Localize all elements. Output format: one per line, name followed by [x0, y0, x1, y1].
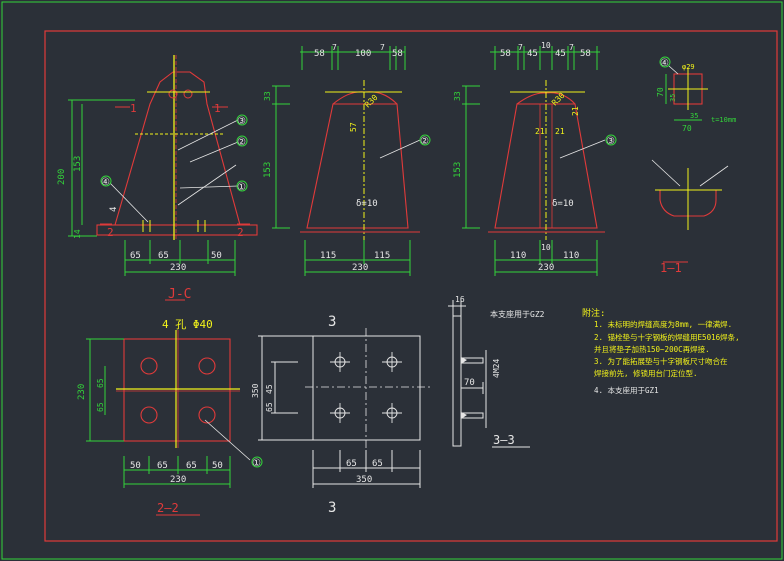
jc-mark-1a: 1: [130, 102, 137, 115]
d11-35b: 35: [690, 112, 698, 120]
p33-section-bottom: 3: [328, 500, 336, 516]
jc-dim-total: 230: [170, 263, 186, 273]
front-dim-top-7b: 7: [380, 43, 385, 52]
d11-35a: 35: [669, 94, 677, 102]
p33-b-65a: 65: [346, 459, 357, 469]
note-3: 3. 为了能拓展垫与十字钢板尺寸吻合在: [594, 356, 728, 366]
p22-b-50b: 50: [212, 461, 223, 471]
side-dim-153: 153: [453, 162, 463, 178]
jc-dim-left-200: 200: [57, 169, 67, 185]
side-dim-33: 33: [453, 91, 462, 101]
front-circ-2: ②: [420, 136, 429, 147]
p22-circ1: ①: [252, 458, 261, 469]
front-dim-top-7a: 7: [332, 43, 337, 52]
d11-circ4: ④: [660, 58, 669, 69]
side-dim-21c: 21: [571, 106, 580, 116]
side-dim-b-110b: 110: [563, 251, 579, 261]
front-dim-top-100: 100: [355, 49, 371, 59]
side-dim-top-10: 10: [541, 41, 551, 50]
front-dim-b-115a: 115: [320, 251, 336, 261]
p22-dim-65b: 65: [96, 402, 105, 412]
front-view: [272, 46, 431, 276]
p33-dim-65: 65: [265, 402, 274, 412]
front-plate: δ=10: [356, 199, 378, 209]
jc-circ-2: ②: [237, 137, 246, 148]
side-dim-top-45b: 45: [555, 49, 566, 59]
jc-small-4: 4: [109, 207, 119, 212]
jc-elevation: [68, 55, 258, 301]
s33-dim-70: 70: [464, 378, 475, 388]
side-dim-top-58a: 58: [500, 49, 511, 59]
s33-bolt: 4M24: [492, 359, 501, 378]
side-dim-top-58b: 58: [580, 49, 591, 59]
side-view: [462, 46, 617, 276]
section-3-3: [448, 300, 530, 448]
jc-circ-1: ①: [237, 182, 246, 193]
side-dim-b-10: 10: [541, 243, 551, 252]
s33-dim-16: 16: [455, 295, 465, 304]
d11-70a: 70: [656, 87, 665, 97]
plan-3-3: [258, 328, 430, 488]
p22-b-65a: 65: [157, 461, 168, 471]
front-dim-33: 33: [263, 91, 272, 101]
p33-b-65b: 65: [372, 459, 383, 469]
title-frame: [44, 30, 778, 542]
side-dim-b-110a: 110: [510, 251, 526, 261]
note-3b: 焊接前先, 修锁用台门定位型.: [594, 368, 698, 378]
p22-b-65b: 65: [186, 461, 197, 471]
p22-dim-65a: 65: [96, 378, 105, 388]
p33-dim-45: 45: [265, 384, 274, 394]
front-dim-b-115b: 115: [374, 251, 390, 261]
side-dim-21a: 21: [535, 127, 545, 136]
side-dim-21b: 21: [555, 127, 565, 136]
note-4: 4. 本支座用于GZ1: [594, 385, 659, 395]
jc-title: J-C: [168, 287, 191, 302]
side-plate: δ=10: [552, 199, 574, 209]
p22-title: 2—2: [157, 501, 179, 515]
side-dim-top-45a: 45: [527, 49, 538, 59]
side-dim-top-7b: 7: [569, 43, 574, 52]
p33-section-top: 3: [328, 314, 336, 330]
d11-t: t=10mm: [711, 116, 736, 124]
front-dim-r30: R30: [363, 93, 380, 110]
front-dim-57: 57: [349, 122, 358, 132]
d11-phi29: φ29: [682, 63, 695, 71]
side-dim-total: 230: [538, 263, 554, 273]
jc-dim-left-153: 153: [73, 156, 83, 172]
front-dim-top-58a: 58: [314, 49, 325, 59]
detail-1-1: [651, 56, 729, 263]
jc-circ-4: ④: [101, 177, 110, 188]
note-2b: 并且将垫子加热150~200C再焊接.: [594, 344, 710, 354]
jc-circ-3: ③: [237, 116, 246, 127]
front-dim-153: 153: [263, 162, 273, 178]
jc-dim-left-14: 14: [73, 229, 82, 239]
note-1: 1. 未标明的焊缝高度为8mm, 一律满焊.: [594, 319, 732, 329]
p33-dim-350: 350: [251, 383, 260, 398]
front-dim-top-58b: 58: [392, 49, 403, 59]
p22-holes: 4 孔 Φ40: [162, 318, 213, 331]
jc-mark-2a: 2: [107, 226, 114, 239]
p22-dim-230: 230: [77, 384, 87, 400]
p22-b-50a: 50: [130, 461, 141, 471]
notes-heading: 附注:: [582, 307, 605, 319]
jc-dim-b-65b: 65: [158, 251, 169, 261]
jc-mark-2b: 2: [237, 226, 244, 239]
d11-70b: 70: [682, 124, 692, 133]
jc-mark-1b: 1: [214, 102, 221, 115]
p33-total: 350: [356, 475, 372, 485]
plan-2-2: [86, 330, 263, 516]
side-circ-3: ③: [606, 136, 615, 147]
jc-dim-b-65a: 65: [130, 251, 141, 261]
note-2: 2. 锚栓垫与十字钢板的焊缝用E5016焊条,: [594, 332, 740, 342]
d11-title: 1—1: [660, 261, 682, 275]
s33-title: 3—3: [493, 433, 515, 447]
side-dim-top-7a: 7: [518, 43, 523, 52]
p22-total: 230: [170, 475, 186, 485]
front-dim-total: 230: [352, 263, 368, 273]
s33-note-gz2: 本支座用于GZ2: [490, 309, 545, 319]
jc-dim-b-50: 50: [211, 251, 222, 261]
